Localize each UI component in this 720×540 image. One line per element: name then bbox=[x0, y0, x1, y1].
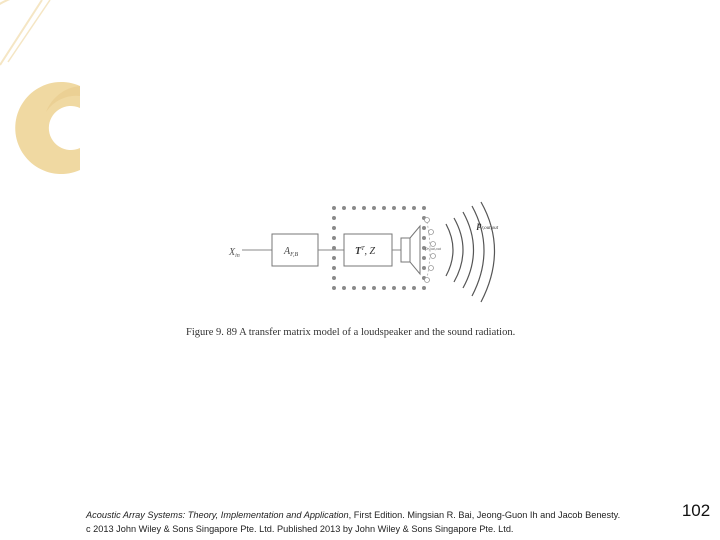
book-title: Acoustic Array Systems: Theory, Implemen… bbox=[86, 510, 349, 520]
inner-pressure-label: pr,out,out bbox=[424, 246, 442, 252]
input-label: Xin bbox=[228, 247, 240, 259]
dotted-enclosure bbox=[332, 206, 426, 290]
gold-c-shade bbox=[46, 86, 80, 112]
block-afb bbox=[271, 233, 319, 267]
citation-footer: Acoustic Array Systems: Theory, Implemen… bbox=[86, 508, 676, 536]
transfer-matrix-diagram: Xin AF,B TT, Z pr,out,out pr,out,out bbox=[228, 201, 499, 303]
outer-pressure-label: pr,out,out bbox=[476, 220, 499, 231]
citation-line-1: Acoustic Array Systems: Theory, Implemen… bbox=[86, 508, 676, 522]
citation-authors: , First Edition. Mingsian R. Bai, Jeong-… bbox=[348, 510, 621, 520]
citation-line-2: c 2013 John Wiley & Sons Singapore Pte. … bbox=[86, 524, 514, 534]
gold-ring-decor bbox=[0, 0, 51, 66]
loudspeaker-icon bbox=[400, 224, 421, 276]
sound-wave-arcs bbox=[445, 201, 495, 303]
figure-caption: Figure 9. 89 A transfer matrix model of … bbox=[186, 327, 516, 338]
gold-c-shape bbox=[15, 82, 80, 175]
page-number: 102 bbox=[681, 501, 711, 520]
decorative-corner bbox=[0, 0, 80, 175]
block-afb-label: AF,B bbox=[283, 246, 299, 258]
inner-sensor-arc bbox=[424, 217, 436, 283]
block-ttz-label: TT, Z bbox=[355, 246, 375, 257]
